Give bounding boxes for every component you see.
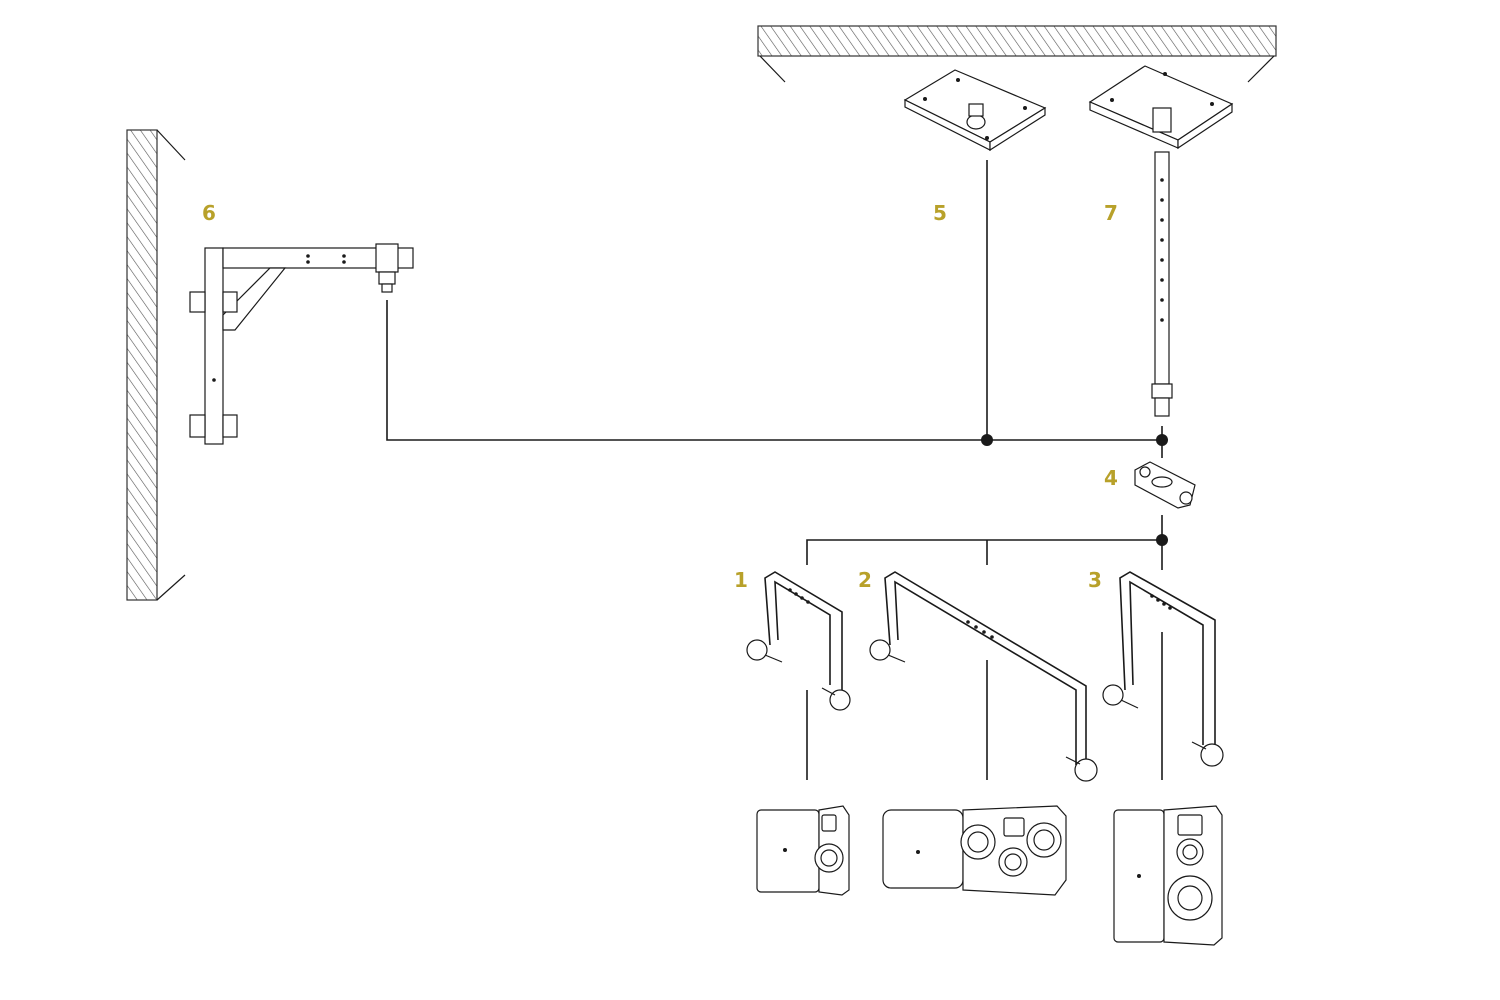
ceiling-plate-5 [903, 69, 1047, 152]
junction-dot [1156, 434, 1168, 446]
wall [126, 129, 186, 601]
label-ceiling-plate: 5 [933, 201, 947, 225]
label-ceiling-pole: 7 [1104, 201, 1118, 225]
label-adapter: 4 [1104, 466, 1118, 490]
label-wall-bracket: 6 [202, 201, 216, 225]
junction-dot [981, 434, 993, 446]
label-bracket-wide: 2 [858, 568, 872, 592]
label-bracket-small: 1 [734, 568, 748, 592]
ceiling [757, 25, 1277, 83]
ceiling-pole-7 [1088, 65, 1234, 417]
speaker-large [1113, 805, 1223, 946]
bracket-large-3 [1102, 571, 1224, 767]
wall-bracket-6 [189, 243, 414, 445]
adapter-4 [1134, 461, 1196, 509]
bracket-small-1 [746, 571, 851, 711]
speaker-small [756, 805, 850, 896]
junction-dot [1156, 534, 1168, 546]
bracket-wide-2 [869, 571, 1098, 782]
speaker-center [882, 805, 1067, 896]
connection-lines [386, 160, 1168, 780]
label-bracket-large: 3 [1088, 568, 1102, 592]
